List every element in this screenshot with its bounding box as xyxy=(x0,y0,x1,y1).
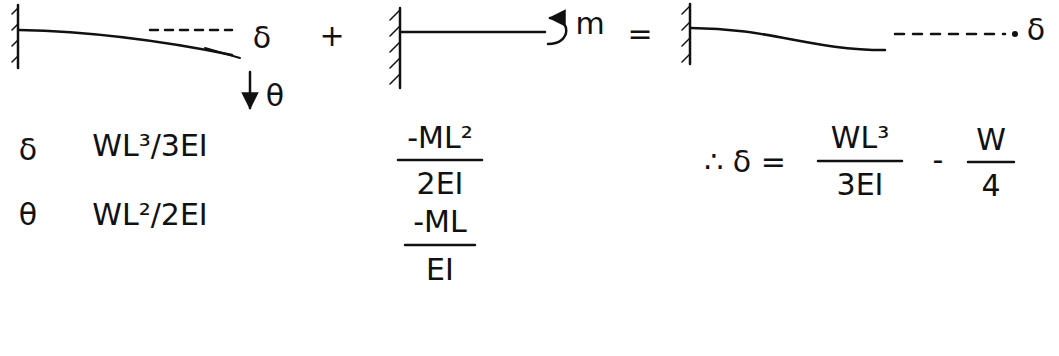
rotation-symbol: θ xyxy=(266,81,284,111)
denominator: EI xyxy=(426,255,454,285)
denominator: 2EI xyxy=(417,169,464,199)
wall-hatch xyxy=(682,6,690,62)
undeformed-line xyxy=(895,33,1005,36)
numerator: WL³ xyxy=(831,123,889,153)
denominator: 3EI xyxy=(837,170,884,200)
formula: WL³/3EI xyxy=(92,131,207,161)
tangent-line xyxy=(205,48,240,58)
formula: ∴ δ = xyxy=(704,147,786,177)
fraction-bar xyxy=(398,159,482,162)
minus-operator: - xyxy=(933,145,944,175)
deflection-symbol: δ xyxy=(1027,15,1045,45)
deflection-symbol: δ xyxy=(253,23,271,53)
row-label: θ xyxy=(19,200,37,230)
straight-beam xyxy=(401,31,545,34)
deflected-beam xyxy=(691,28,885,50)
numerator: W xyxy=(976,125,1006,155)
plus-operator: + xyxy=(319,21,344,51)
wall xyxy=(17,5,20,68)
denominator: 4 xyxy=(981,171,1000,201)
row-label: δ xyxy=(19,135,37,165)
fraction-bar xyxy=(818,160,902,163)
wall-hatch xyxy=(390,10,400,84)
fraction-bar xyxy=(968,161,1014,164)
wall xyxy=(399,8,402,88)
deflected-beam xyxy=(19,30,232,55)
wall-hatch xyxy=(12,8,18,62)
formula: WL²/2EI xyxy=(92,200,207,230)
numerator: -ML² xyxy=(407,123,472,153)
end-dot xyxy=(1013,32,1017,36)
rotation-arrow xyxy=(249,72,252,108)
moment-arrow xyxy=(548,18,566,44)
equals-operator: = xyxy=(627,19,652,49)
undeformed-line xyxy=(150,29,232,32)
moment-symbol: m xyxy=(575,9,604,39)
numerator: -ML xyxy=(413,207,466,237)
fraction-bar xyxy=(405,244,475,247)
